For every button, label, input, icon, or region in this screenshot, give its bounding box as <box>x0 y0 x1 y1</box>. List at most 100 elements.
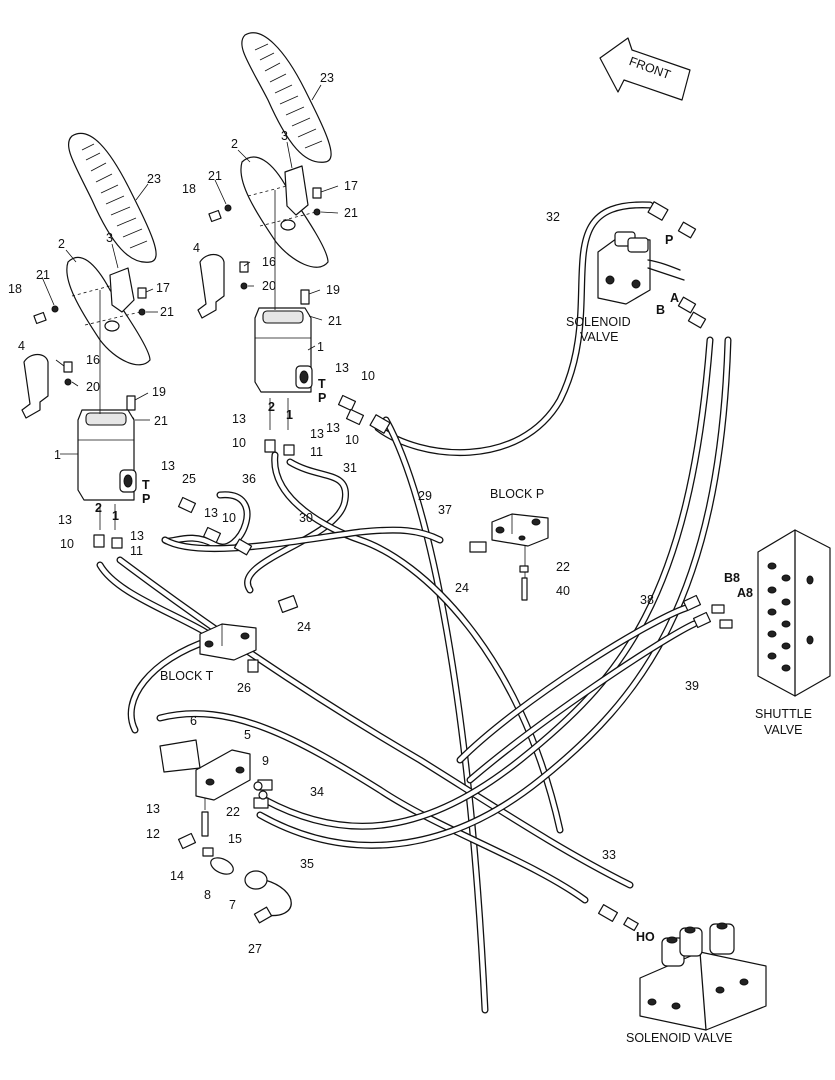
caption-shuttle-valve-2: VALVE <box>764 723 802 737</box>
port-1-left: 1 <box>112 509 119 523</box>
callout-2-right: 2 <box>231 137 238 151</box>
mount-bracket-left <box>21 353 49 419</box>
callout-21-left-b: 21 <box>160 305 174 319</box>
callout-21-right-a: 21 <box>208 169 222 183</box>
callout-21-left-c: 21 <box>154 414 168 428</box>
solenoid-valve-top <box>597 231 685 305</box>
callout-24-block-p: 24 <box>455 581 469 595</box>
callout-10-right-c: 10 <box>232 436 246 450</box>
pedal-plate-right <box>240 156 329 268</box>
port-p-left: P <box>142 492 150 506</box>
callout-27: 27 <box>248 942 262 956</box>
block-p <box>491 513 549 601</box>
pedal-plate-left <box>66 256 151 366</box>
callout-16-right: 16 <box>262 255 276 269</box>
callout-29: 29 <box>418 489 432 503</box>
solenoid-valve-bottom <box>639 922 767 1031</box>
callout-16-left: 16 <box>86 353 100 367</box>
callout-34: 34 <box>310 785 324 799</box>
pedal-valve-left <box>77 409 137 501</box>
port-b-top: B <box>656 303 665 317</box>
leader-lines <box>41 84 339 455</box>
callout-14: 14 <box>170 869 184 883</box>
port-p-right: P <box>318 391 326 405</box>
callouts: 23 23 2 3 2 3 18 21 17 21 18 21 17 21 4 … <box>8 71 699 956</box>
callout-13-right-b: 13 <box>326 421 340 435</box>
callout-6: 6 <box>190 714 197 728</box>
callout-13-bottom: 13 <box>146 802 160 816</box>
callout-12: 12 <box>146 827 160 841</box>
callout-2-left: 2 <box>58 237 65 251</box>
callout-13-left-a: 13 <box>161 459 175 473</box>
port-1-right: 1 <box>286 408 293 422</box>
callout-20-right: 20 <box>262 279 276 293</box>
caption-shuttle-valve-1: SHUTTLE <box>755 707 812 721</box>
callout-33: 33 <box>602 848 616 862</box>
callout-4-right: 4 <box>193 241 200 255</box>
callout-13-left-d: 13 <box>130 529 144 543</box>
block-t <box>199 623 257 661</box>
callout-26: 26 <box>237 681 251 695</box>
pedal-pad-right <box>241 32 332 163</box>
port-t-right: T <box>318 377 326 391</box>
port-a-top: A <box>670 291 679 305</box>
callout-19-right: 19 <box>326 283 340 297</box>
callout-38: 38 <box>640 593 654 607</box>
hoses <box>96 201 732 1014</box>
callout-1-right: 1 <box>317 340 324 354</box>
pedal-pad-left <box>67 132 157 263</box>
callout-7: 7 <box>229 898 236 912</box>
hinge-bracket-left <box>109 267 135 313</box>
callout-21-right-c: 21 <box>328 314 342 328</box>
callout-1-left: 1 <box>54 448 61 462</box>
port-p-top: P <box>665 233 673 247</box>
bracket-5 <box>159 739 268 837</box>
callout-10-right-a: 10 <box>361 369 375 383</box>
callout-18-left: 18 <box>8 282 22 296</box>
callout-11-left: 11 <box>130 544 143 558</box>
caption-solenoid-valve-bottom: SOLENOID VALVE <box>626 1031 733 1045</box>
port-a8: A8 <box>737 586 753 600</box>
callout-30: 30 <box>299 511 313 525</box>
hinge-bracket-right <box>284 165 309 216</box>
callout-37: 37 <box>438 503 452 517</box>
callout-36: 36 <box>242 472 256 486</box>
callout-19-left: 19 <box>152 385 166 399</box>
callout-20-left: 20 <box>86 380 100 394</box>
callout-10-left-a: 10 <box>222 511 236 525</box>
callout-32: 32 <box>546 210 560 224</box>
mount-bracket-right <box>197 253 225 319</box>
callout-5: 5 <box>244 728 251 742</box>
callout-4-left: 4 <box>18 339 25 353</box>
callout-21-left-a: 21 <box>36 268 50 282</box>
port-2-right: 2 <box>268 400 275 414</box>
front-arrow: FRONT <box>599 37 691 101</box>
callout-10-right-b: 10 <box>345 433 359 447</box>
callout-35: 35 <box>300 857 314 871</box>
callout-10-left-b: 10 <box>60 537 74 551</box>
callout-3-left: 3 <box>106 231 113 245</box>
callout-22-block-p: 22 <box>556 560 570 574</box>
port-b8: B8 <box>724 571 740 585</box>
callout-22-bottom: 22 <box>226 805 240 819</box>
callout-13-right-d: 13 <box>310 427 324 441</box>
callout-23-right: 23 <box>320 71 334 85</box>
caption-block-t: BLOCK T <box>160 669 214 683</box>
callout-9: 9 <box>262 754 269 768</box>
callout-13-left-c: 13 <box>58 513 72 527</box>
callout-8: 8 <box>204 888 211 902</box>
callout-17-left: 17 <box>156 281 170 295</box>
shuttle-valve <box>757 529 831 697</box>
callout-24-block-t: 24 <box>297 620 311 634</box>
caption-block-p: BLOCK P <box>490 487 544 501</box>
port-ho: HO <box>636 930 655 944</box>
port-t-left: T <box>142 478 150 492</box>
callout-21-right-b: 21 <box>344 206 358 220</box>
captions: SOLENOID VALVE BLOCK P BLOCK T SHUTTLE V… <box>160 315 812 1045</box>
callout-40: 40 <box>556 584 570 598</box>
callout-13-right-c: 13 <box>232 412 246 426</box>
caption-solenoid-valve-top-1: SOLENOID <box>566 315 631 329</box>
caption-solenoid-valve-top-2: VALVE <box>580 330 618 344</box>
callout-39: 39 <box>685 679 699 693</box>
